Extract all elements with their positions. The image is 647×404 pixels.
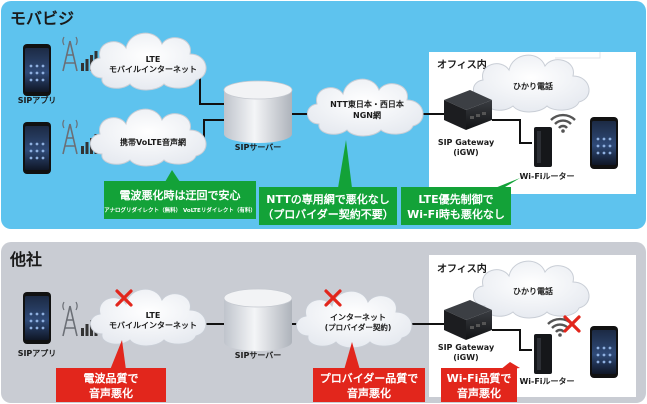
- sip-server-label: SIPサーバー: [235, 143, 282, 152]
- server-cylinder-icon: [223, 80, 293, 144]
- hikari-label-bottom: ひかり電話: [513, 286, 553, 296]
- callout-red-3: Wi-Fi品質で 音声悪化: [441, 362, 520, 402]
- callout-green-2: NTTの専用網で悪化なし （プロバイダー契約不要）: [259, 140, 397, 225]
- smartphone-icon: [590, 326, 618, 378]
- wifi-router-label: Wi-Fiルーター: [519, 171, 574, 181]
- cloud-internet-line1: インターネット: [330, 312, 386, 322]
- smartphone-icon: [590, 117, 618, 169]
- callout1-main: 電波悪化時は迂回で安心: [120, 188, 241, 202]
- gateway-line1-bottom: SIP Gateway: [438, 343, 495, 352]
- cloud-lte-line1: LTE: [146, 55, 161, 64]
- cloud-lte-line1-bottom: LTE: [146, 311, 161, 320]
- wifi-router-icon: [534, 334, 552, 374]
- other-title: 他社: [9, 250, 42, 269]
- callout-red3-line2: 音声悪化: [457, 386, 501, 400]
- cloud-ngn-line2: NGN網: [353, 110, 381, 120]
- building-outline-icon: [555, 52, 601, 59]
- callout-red1-line1: 電波品質で: [84, 371, 139, 385]
- gateway-line2-bottom: (iGW): [453, 353, 478, 362]
- office-label: オフィス内: [437, 58, 487, 71]
- mobabiji-title: モバビジ: [10, 9, 74, 28]
- callout-red-2: プロバイダー品質で 音声悪化: [313, 342, 425, 402]
- sip-app-label-bottom: SIPアプリ: [18, 348, 57, 358]
- cloud-lte-line2-bottom: モバイルインターネット: [109, 320, 197, 330]
- sip-server-label-bottom: SIPサーバー: [235, 351, 282, 360]
- smartphone-icon: [23, 44, 51, 96]
- callout-red-1: 電波品質で 音声悪化: [56, 340, 166, 402]
- callout-green-3: LTE優先制御で Wi-Fi時も悪化なし: [401, 178, 520, 225]
- callout3-line1: LTE優先制御で: [418, 192, 493, 206]
- callout-red2-line2: 音声悪化: [347, 386, 391, 400]
- callout3-line2: Wi-Fi時も悪化なし: [407, 207, 505, 221]
- wifi-router-icon: [534, 127, 552, 167]
- wifi-router-label-bottom: Wi-Fiルーター: [519, 376, 574, 386]
- hikari-label: ひかり電話: [513, 81, 553, 91]
- callout-red3-line1: Wi-Fi品質で: [447, 371, 512, 385]
- cloud-ngn-line1: NTT東日本・西日本: [330, 99, 404, 109]
- cloud-lte-line2: モバイルインターネット: [109, 64, 197, 74]
- office-label-bottom: オフィス内: [437, 262, 487, 275]
- smartphone-icon: [23, 122, 51, 174]
- callout2-line1: NTTの専用網で悪化なし: [266, 192, 389, 206]
- smartphone-icon: [23, 292, 51, 344]
- server-cylinder-icon: [223, 288, 293, 352]
- callout2-line2: （プロバイダー契約不要）: [262, 207, 394, 221]
- callout1-sub: アナログリダイレクト（無料） VoLTEリダイレクト（有料）: [104, 206, 256, 214]
- gateway-line2: (iGW): [453, 148, 478, 157]
- callout-red2-line1: プロバイダー品質で: [320, 371, 419, 385]
- callout-red1-line2: 音声悪化: [89, 386, 133, 400]
- callout-green-1: 電波悪化時は迂回で安心 アナログリダイレクト（無料） VoLTEリダイレクト（有…: [104, 170, 256, 219]
- cloud-volte-label: 携帯VoLTE音声網: [120, 137, 186, 147]
- sip-app-label: SIPアプリ: [18, 95, 57, 105]
- gateway-line1: SIP Gateway: [438, 138, 495, 147]
- cloud-internet-line2: (プロバイダー契約): [325, 322, 392, 332]
